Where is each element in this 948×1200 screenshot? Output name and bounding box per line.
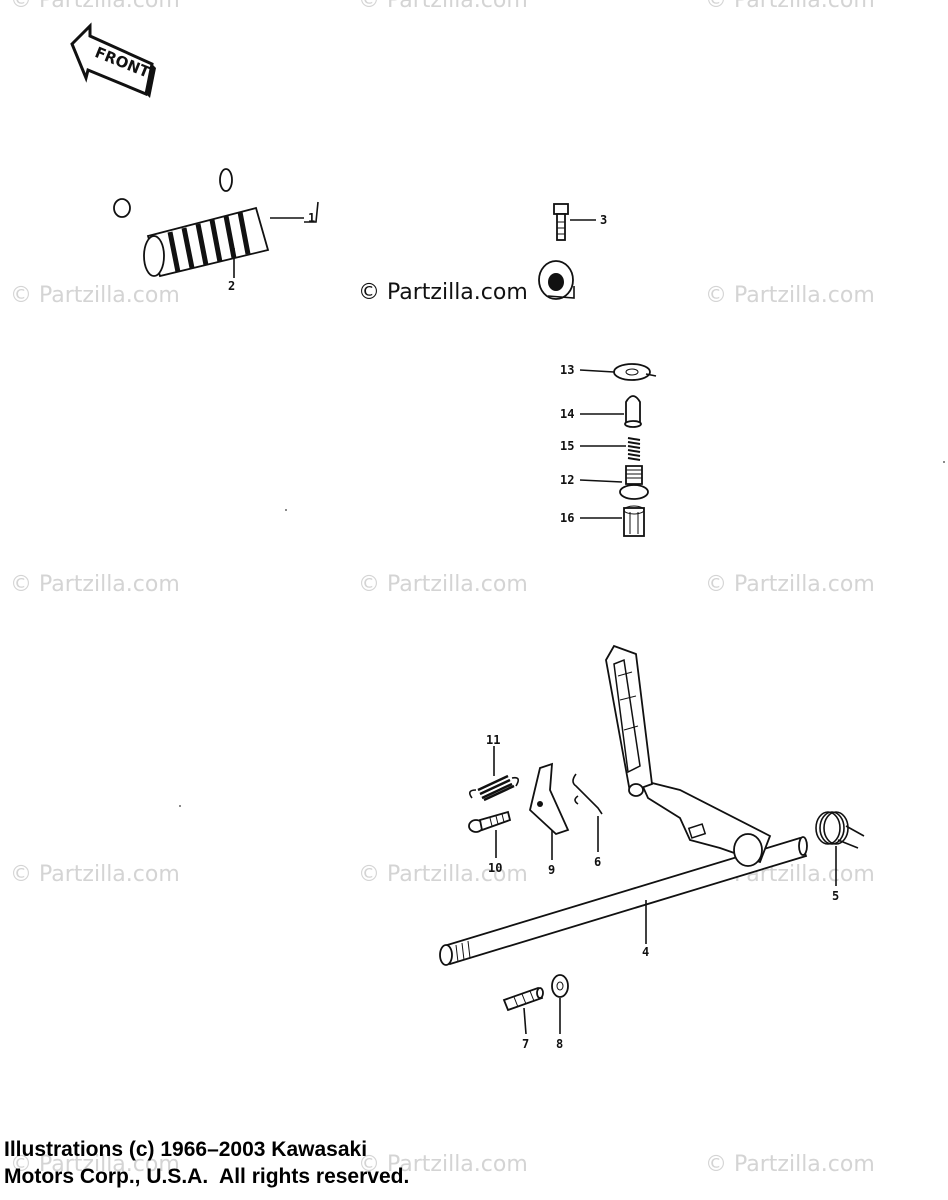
leader-lines [233, 201, 837, 1035]
pawl-plate [529, 762, 570, 836]
shift-shaft [439, 644, 808, 966]
callout-16: 16 [560, 511, 574, 525]
watermark: © Partzilla.com [10, 283, 180, 308]
watermark: © Partzilla.com [10, 572, 180, 597]
callout-15: 15 [560, 439, 574, 453]
callout-8: 8 [556, 1037, 563, 1051]
watermark: © Partzilla.com [358, 1152, 528, 1177]
copyright-line-1: Illustrations (c) 1966–2003 Kawasaki [4, 1138, 368, 1161]
stopper-stud [502, 986, 544, 1012]
copyright-line-2: Motors Corp., U.S.A. All rights reserved… [4, 1165, 410, 1188]
lock-washer [613, 363, 657, 381]
pawl-bolt [468, 810, 512, 833]
watermark: © Partzilla.com [705, 0, 875, 13]
callout-4: 4 [642, 945, 649, 959]
tension-spring [468, 774, 520, 802]
detent-pin [624, 395, 642, 428]
callout-9: 9 [548, 863, 555, 877]
shift-pedal [113, 154, 575, 300]
callout-14: 14 [560, 407, 574, 421]
watermark: © Partzilla.com [10, 1152, 180, 1177]
watermark: © Partzilla.com [705, 283, 875, 308]
watermark: © Partzilla.com [10, 0, 180, 13]
cap-plug [623, 505, 645, 537]
pedal-rubber [143, 206, 270, 278]
detent-holder [619, 465, 649, 500]
callout-13: 13 [560, 363, 574, 377]
return-spring [815, 811, 865, 849]
callout-1: 1 [308, 211, 315, 225]
clip-spring [572, 773, 603, 815]
callout-2: 2 [228, 279, 235, 293]
watermark: © Partzilla.com [705, 572, 875, 597]
front-arrow-icon: FRONT [70, 22, 156, 98]
callout-5: 5 [832, 889, 839, 903]
callout-6: 6 [594, 855, 601, 869]
callout-11: 11 [486, 733, 500, 747]
callout-10: 10 [488, 861, 502, 875]
watermark-center: © Partzilla.com [358, 280, 528, 305]
detent-spring [627, 437, 641, 461]
callout-7: 7 [522, 1037, 529, 1051]
nut [551, 974, 569, 998]
bolt [553, 203, 569, 241]
watermark: © Partzilla.com [358, 0, 528, 13]
watermark: © Partzilla.com [358, 862, 528, 887]
copyright-notice: Illustrations (c) 1966–2003 Kawasaki Mot… [4, 1136, 409, 1190]
callout-12: 12 [560, 473, 574, 487]
watermark: © Partzilla.com [705, 1152, 875, 1177]
watermark: © Partzilla.com [10, 862, 180, 887]
watermark: © Partzilla.com [358, 572, 528, 597]
callout-3: 3 [600, 213, 607, 227]
